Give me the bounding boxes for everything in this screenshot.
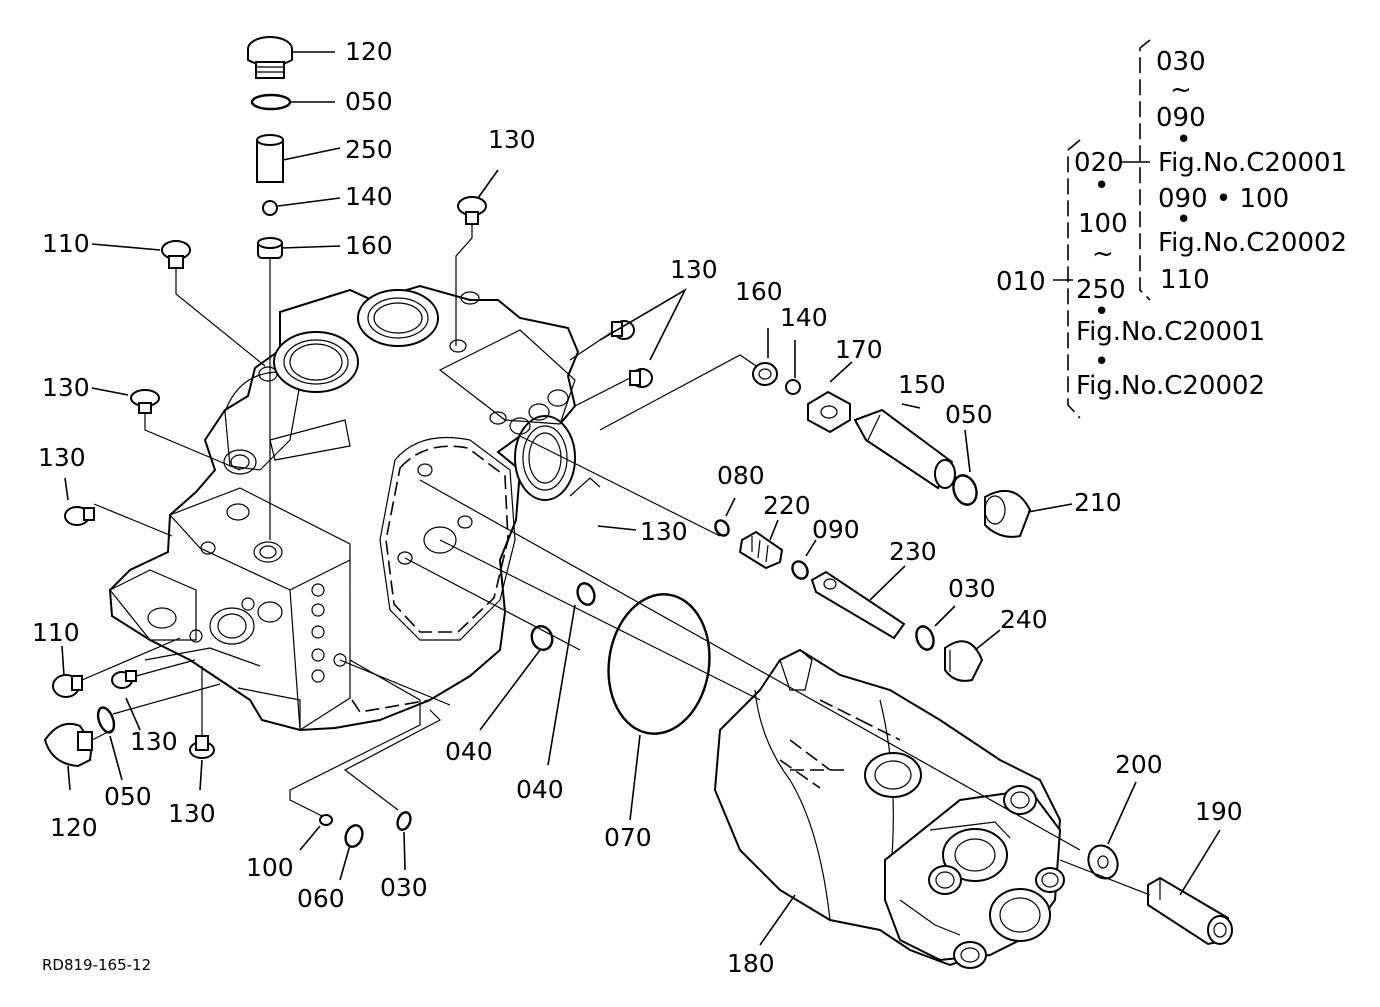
- label-080: 080: [717, 461, 765, 490]
- label-180: 180: [727, 949, 775, 978]
- label-130-mid: 130: [640, 517, 688, 546]
- ref-dot-1: •: [1176, 125, 1191, 155]
- valve-body-housing: [108, 284, 580, 732]
- ref-020: 020: [1074, 148, 1124, 178]
- ref-030: 030: [1156, 47, 1206, 77]
- label-150: 150: [898, 370, 946, 399]
- label-130-group: 130: [670, 255, 718, 284]
- label-130-left2: 130: [38, 443, 86, 472]
- ref-100: 100: [1078, 209, 1128, 239]
- label-210: 210: [1074, 488, 1122, 517]
- label-130-left1: 130: [42, 373, 90, 402]
- reference-brackets: [1053, 39, 1151, 419]
- hydraulic-pump-180: [713, 648, 1065, 969]
- label-110-left: 110: [42, 229, 90, 258]
- label-120-top: 120: [345, 37, 393, 66]
- label-200: 200: [1115, 750, 1163, 779]
- ref-250: 250: [1076, 275, 1126, 305]
- label-120-low: 120: [50, 813, 98, 842]
- ref-110: 110: [1160, 265, 1210, 295]
- ref-dot-4: •: [1094, 297, 1109, 327]
- label-250-top: 250: [345, 135, 393, 164]
- ref-090: 090: [1156, 103, 1206, 133]
- label-220: 220: [763, 491, 811, 520]
- label-090: 090: [812, 515, 860, 544]
- label-070: 070: [604, 823, 652, 852]
- ref-010: 010: [996, 267, 1046, 297]
- ref-fig-c20002-b: Fig.No.C20002: [1076, 371, 1265, 401]
- ref-fig-c20002-a: Fig.No.C20002: [1158, 228, 1347, 258]
- label-130-bottom: 130: [168, 799, 216, 828]
- small-parts: [43, 36, 1233, 946]
- callout-labels: 120 050 250 140 160 130 110 130 130 130 …: [32, 37, 1243, 978]
- label-050-right: 050: [945, 400, 993, 429]
- ref-dot-2: •: [1176, 205, 1191, 235]
- label-240: 240: [1000, 605, 1048, 634]
- ref-tilde-2: ~: [1092, 239, 1114, 269]
- label-160-right: 160: [735, 277, 783, 306]
- label-160-top: 160: [345, 231, 393, 260]
- leader-lines: [61, 51, 1221, 946]
- label-130-low: 130: [130, 727, 178, 756]
- ref-fig-c20001-b: Fig.No.C20001: [1076, 317, 1265, 347]
- label-030-bottom: 030: [380, 873, 428, 902]
- ref-tilde-1: ~: [1170, 75, 1192, 105]
- label-040-a: 040: [445, 737, 493, 766]
- drawing-code: RD819-165-12: [42, 956, 151, 974]
- ref-090-100: 090 • 100: [1158, 184, 1289, 214]
- label-040-b: 040: [516, 775, 564, 804]
- ref-fig-c20001-a: Fig.No.C20001: [1158, 148, 1347, 178]
- reference-text: 030 ~ 090 • Fig.No.C20001 090 • 100 • Fi…: [996, 47, 1347, 401]
- label-170: 170: [835, 335, 883, 364]
- label-060: 060: [297, 884, 345, 913]
- label-190: 190: [1195, 797, 1243, 826]
- label-050-top: 050: [345, 87, 393, 116]
- label-030-right: 030: [948, 574, 996, 603]
- label-140-top: 140: [345, 182, 393, 211]
- ref-dot-5: •: [1094, 347, 1109, 377]
- label-140-right: 140: [780, 303, 828, 332]
- label-130-top: 130: [488, 125, 536, 154]
- label-110-low: 110: [32, 618, 80, 647]
- label-230: 230: [889, 537, 937, 566]
- ref-dot-3: •: [1094, 171, 1109, 201]
- label-050-low: 050: [104, 782, 152, 811]
- label-100: 100: [246, 853, 294, 882]
